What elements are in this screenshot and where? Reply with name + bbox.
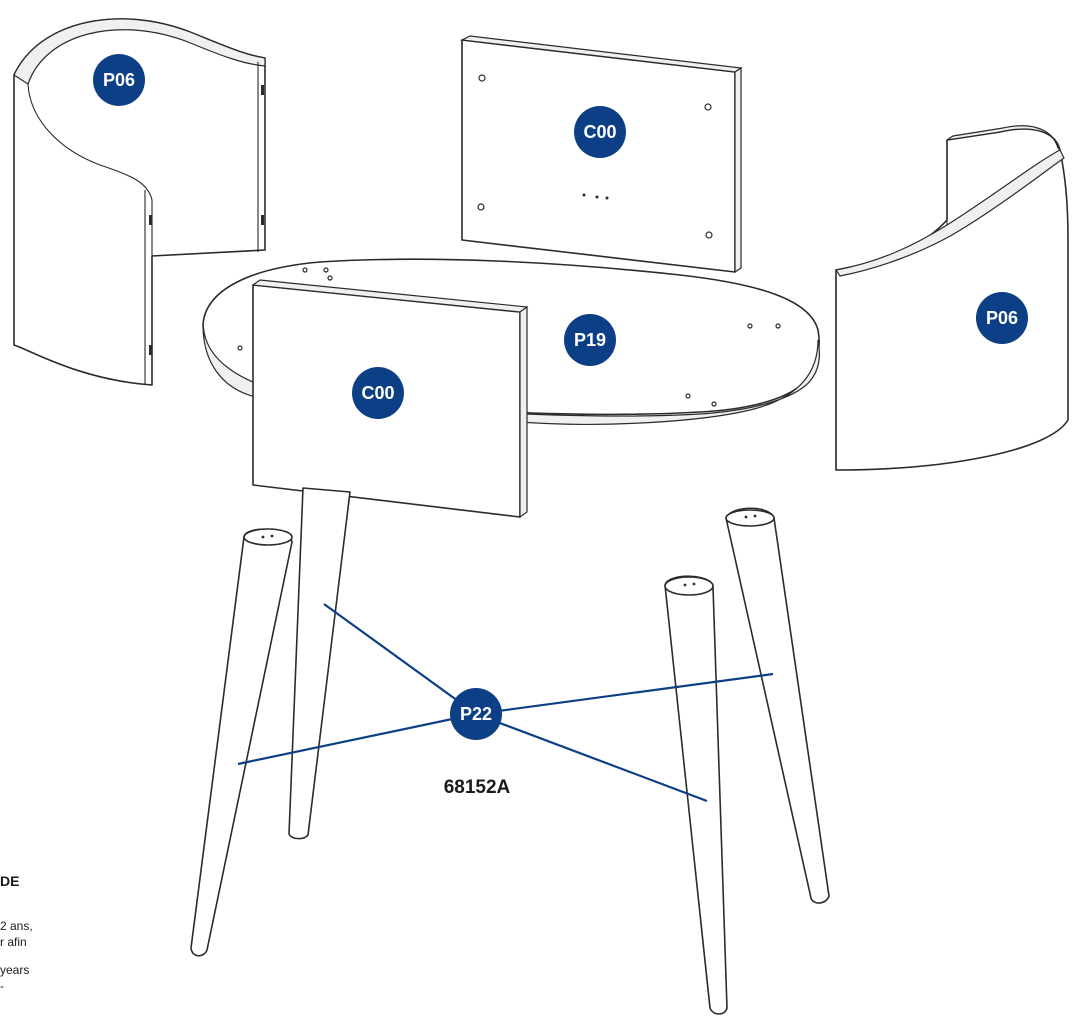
- margin-heading-fragment: DE: [0, 873, 19, 889]
- badge-c00-front-label: C00: [361, 383, 394, 403]
- legs-leader-lines: [237, 603, 774, 803]
- badge-p19: P19: [564, 314, 616, 366]
- margin-line-2: r afin: [0, 935, 27, 949]
- badge-p06-left: P06: [93, 54, 145, 106]
- margin-line-4: -: [0, 979, 4, 993]
- badge-p22-label: P22: [460, 704, 492, 724]
- badge-c00-front: C00: [352, 367, 404, 419]
- margin-line-3: years: [0, 963, 29, 977]
- badge-c00-back: C00: [574, 106, 626, 158]
- left-side-panel: [13, 18, 266, 386]
- legs: [190, 487, 830, 1015]
- badge-p22: P22: [450, 688, 502, 740]
- badge-p06-left-label: P06: [103, 70, 135, 90]
- badge-p06-right-label: P06: [986, 308, 1018, 328]
- badge-c00-back-label: C00: [583, 122, 616, 142]
- margin-line-1: 2 ans,: [0, 919, 33, 933]
- right-side-panel: [834, 125, 1069, 471]
- badge-p19-label: P19: [574, 330, 606, 350]
- model-code: 68152A: [444, 777, 511, 798]
- badge-p06-right: P06: [976, 292, 1028, 344]
